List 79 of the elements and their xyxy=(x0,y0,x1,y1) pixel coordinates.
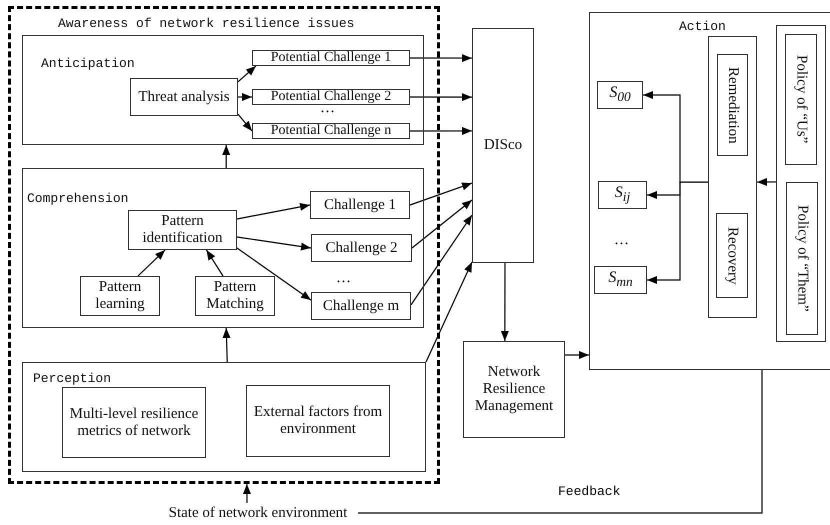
state-box xyxy=(598,181,647,209)
box-text: S$_{ij}$ xyxy=(614,184,630,206)
arrow xyxy=(412,200,472,248)
arrow xyxy=(410,93,472,102)
arrow xyxy=(236,202,310,220)
process-box xyxy=(252,89,410,105)
box-text: Potential Challenge n xyxy=(270,123,392,139)
box-text: S$_{mn}$ xyxy=(608,269,633,291)
section-heading: Comprehension xyxy=(27,191,128,206)
process-box xyxy=(716,213,748,298)
process-box xyxy=(62,387,206,458)
ellipsis-text: … xyxy=(614,232,629,249)
arrow xyxy=(410,214,472,306)
box-text: Remediation xyxy=(724,66,741,144)
box-text: External factors from environment xyxy=(252,404,384,438)
box-text: Multi-level resilience metrics of network xyxy=(68,406,200,440)
stage-panel xyxy=(22,35,424,145)
arrow xyxy=(242,484,251,503)
box-text: Network Resilience Management xyxy=(474,364,554,415)
box-text: State of network environment xyxy=(168,504,348,522)
arrow xyxy=(410,126,472,135)
process-box xyxy=(128,210,237,250)
process-box xyxy=(246,385,390,457)
box-text: Pattern Matching xyxy=(205,279,265,313)
box-text: Challenge m xyxy=(322,298,400,314)
stage-panel xyxy=(589,12,830,370)
state-box xyxy=(597,81,643,109)
arrow xyxy=(236,248,312,301)
box-text: Pattern identification xyxy=(142,213,224,247)
arrow xyxy=(565,350,589,359)
section-heading: Awareness of network resilience issues xyxy=(58,16,354,31)
arrow xyxy=(138,250,166,276)
box-text: Challenge 2 xyxy=(325,240,398,256)
box-text: Threat analysis xyxy=(138,88,230,106)
arrow xyxy=(425,262,473,362)
stage-panel xyxy=(22,168,424,328)
arrow xyxy=(757,178,776,186)
box-text: Policy of “Us” xyxy=(792,55,810,144)
process-box xyxy=(311,234,412,262)
state-box xyxy=(594,266,647,294)
arrow xyxy=(238,66,256,82)
arrow xyxy=(222,145,230,168)
section-heading: Anticipation xyxy=(41,56,135,71)
process-box xyxy=(252,50,410,66)
arrow xyxy=(238,93,252,101)
box-text: Policy of “Them” xyxy=(794,205,810,312)
box-text: Pattern learning xyxy=(94,279,146,313)
process-box xyxy=(80,276,160,316)
box-text: Challenge 1 xyxy=(324,196,396,214)
connector-line xyxy=(358,370,763,514)
arrow xyxy=(500,263,509,341)
process-box xyxy=(311,292,411,320)
stage-panel xyxy=(22,362,426,472)
section-heading: Action xyxy=(679,19,726,34)
group-box xyxy=(708,36,757,318)
arrow xyxy=(206,250,224,276)
group-box xyxy=(776,25,826,342)
box-text: Potential Challenge 1 xyxy=(270,50,392,66)
process-box xyxy=(195,276,275,316)
box-text: DISco xyxy=(484,137,522,154)
process-box xyxy=(130,78,238,116)
arrow xyxy=(410,54,472,62)
box-text: Recovery xyxy=(724,226,740,284)
ellipsis-text: … xyxy=(336,270,351,287)
process-box xyxy=(786,182,818,335)
process-box xyxy=(463,341,565,438)
process-box xyxy=(717,54,748,156)
process-box xyxy=(310,191,410,219)
arrow xyxy=(222,328,231,362)
process-box xyxy=(785,34,817,165)
process-box xyxy=(252,123,410,139)
arrow xyxy=(647,181,708,284)
arrow xyxy=(236,236,312,250)
section-heading: Perception xyxy=(33,371,112,386)
arrow xyxy=(410,182,472,206)
process-box xyxy=(472,28,534,263)
arrow xyxy=(238,114,252,132)
dashed-group-box xyxy=(8,6,440,484)
box-text: S$_{00}$ xyxy=(609,84,631,106)
